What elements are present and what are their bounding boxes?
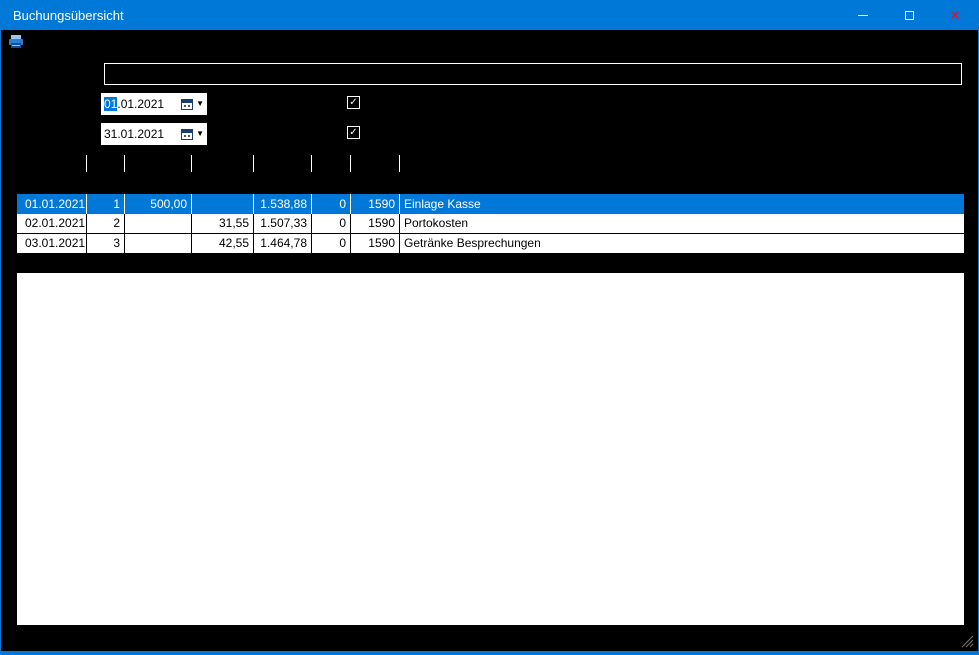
date-part-selected: 01 (104, 97, 118, 111)
table-cell[interactable] (125, 214, 192, 233)
dropdown-arrow-icon[interactable]: ▼ (196, 129, 204, 138)
header-cell[interactable] (17, 155, 87, 172)
table-cell[interactable]: 1 (87, 194, 125, 214)
table-cell[interactable]: Getränke Besprechungen (404, 236, 541, 250)
table-cell[interactable]: 1590 (351, 194, 400, 214)
table-cell[interactable]: 42,55 (192, 234, 254, 253)
table-cell[interactable] (192, 194, 254, 214)
titlebar[interactable]: Buchungsübersicht ✕ (1, 0, 978, 30)
header-cell[interactable] (312, 155, 351, 172)
print-button[interactable] (8, 35, 24, 49)
table-header (17, 155, 964, 172)
date-to-value: 31.01.2021 (104, 127, 165, 141)
table-cell[interactable]: 31,55 (192, 214, 254, 233)
close-button[interactable]: ✕ (932, 0, 978, 30)
printer-icon (9, 35, 23, 48)
table-cell[interactable]: 2 (87, 214, 125, 233)
check-icon: ✓ (349, 96, 358, 108)
table-cell[interactable]: 0 (312, 234, 351, 253)
resize-grip[interactable] (961, 635, 974, 648)
date-from-checkbox[interactable]: ✓ (347, 96, 360, 109)
resize-grip-icon (961, 635, 974, 648)
window-title: Buchungsübersicht (13, 7, 124, 23)
date-to-picker[interactable]: 31.01.2021 ▼ (101, 123, 207, 145)
check-icon: ✓ (349, 126, 358, 138)
table-cell[interactable]: 02.01.2021 (17, 214, 87, 233)
date-from-value: 01.01.2021 (104, 97, 181, 111)
table-cell[interactable] (125, 234, 192, 253)
calendar-icon[interactable] (181, 127, 195, 141)
header-cell[interactable] (192, 155, 254, 172)
table-cell[interactable]: 3 (87, 234, 125, 253)
table-cell[interactable]: 500,00 (125, 194, 192, 214)
maximize-icon (904, 10, 914, 20)
query-input[interactable] (104, 63, 962, 85)
table-cell[interactable]: 1.464,78 (254, 234, 312, 253)
date-part-rest: .01.2021 (117, 97, 165, 111)
calendar-icon[interactable] (181, 97, 195, 111)
date-from-picker[interactable]: 01.01.2021 ▼ (101, 93, 207, 115)
date-to-checkbox[interactable]: ✓ (347, 126, 360, 139)
table-cell[interactable]: 1.507,33 (254, 214, 312, 233)
minimize-icon (858, 14, 868, 16)
minimize-button[interactable] (840, 0, 886, 30)
header-cell[interactable] (400, 155, 964, 172)
table-cell[interactable]: 0 (312, 214, 351, 233)
preview-panel (17, 273, 964, 625)
header-cell[interactable] (125, 155, 192, 172)
table-cell[interactable]: 03.01.2021 (17, 234, 87, 253)
header-cell[interactable] (351, 155, 400, 172)
table-cell[interactable]: 01.01.2021 (17, 194, 87, 214)
table-cell[interactable]: Portokosten (404, 216, 469, 230)
dropdown-arrow-icon[interactable]: ▼ (196, 99, 204, 108)
table-cell[interactable]: 1.538,88 (254, 194, 312, 214)
table-cell[interactable]: 1590 (351, 214, 400, 233)
header-cell[interactable] (87, 155, 125, 172)
maximize-button[interactable] (886, 0, 932, 30)
close-icon: ✕ (949, 7, 961, 23)
header-cell[interactable] (254, 155, 312, 172)
table-cell[interactable]: 1590 (351, 234, 400, 253)
table-cell[interactable]: 0 (312, 194, 351, 214)
window-controls: ✕ (840, 0, 978, 30)
table-cell[interactable]: Einlage Kasse (404, 197, 481, 211)
